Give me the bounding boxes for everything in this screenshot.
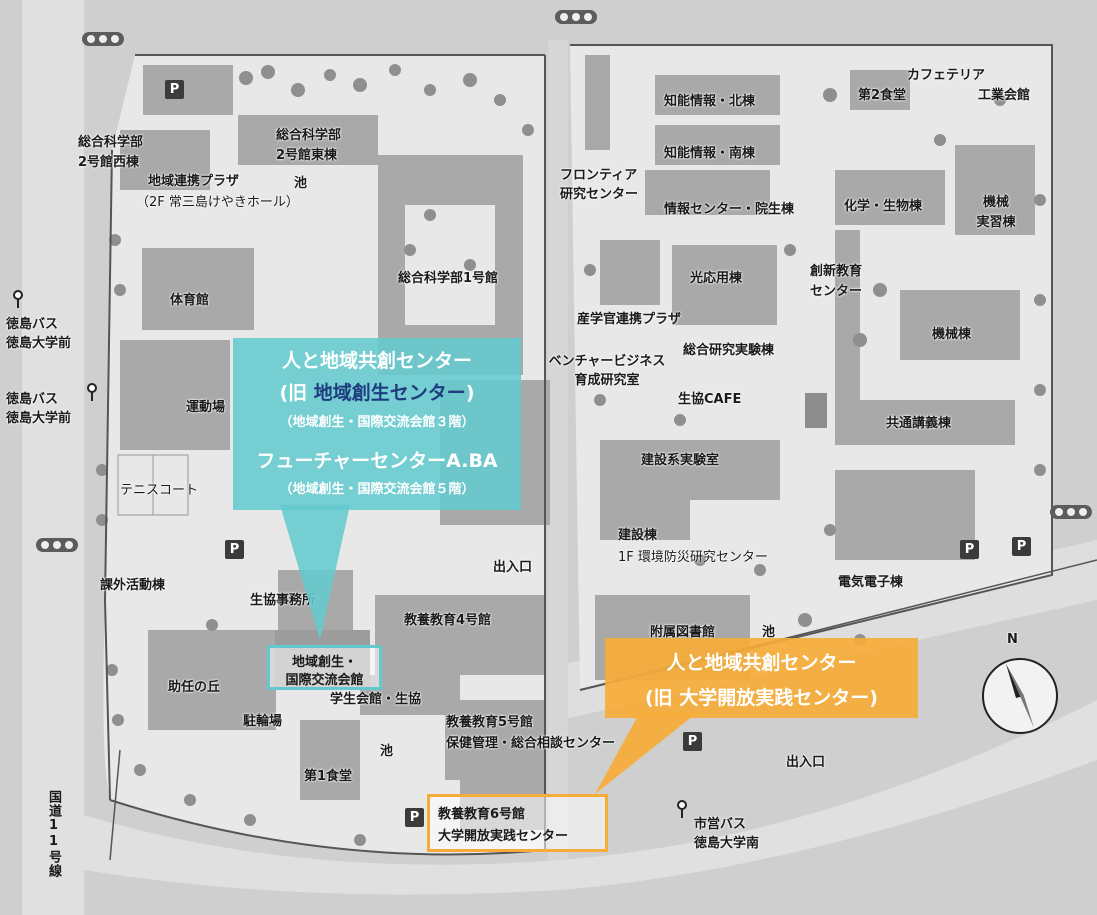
label-entrance: 出入口 xyxy=(786,755,826,770)
bus-stop-icon xyxy=(13,290,23,308)
callout-former-name: (旧 地域創生センター) xyxy=(233,378,521,405)
label-sangakukan: 産学官連携プラザ xyxy=(577,312,682,327)
label-bus-stop: 市営バス 徳島大学南 xyxy=(694,817,760,851)
bus-stop-icon xyxy=(87,383,97,401)
label-pond: 池 xyxy=(294,176,308,191)
label-gakusei: 学生会館・生協 xyxy=(330,692,422,707)
label-kyouyou4: 教養教育4号館 xyxy=(404,613,492,628)
label-sougou2-east: 総合科学部 2号館東棟 xyxy=(276,128,342,163)
highlight-label: 地域創生・ xyxy=(291,655,357,670)
label-jouhou: 情報センター・院生棟 xyxy=(664,202,795,217)
label-kensetsu-jikken: 建設系実験室 xyxy=(641,453,720,468)
label-kikai-jisshu: 機械 実習棟 xyxy=(976,195,1016,230)
label-chiiki-plaza-sub: （2F 常三島けやきホール） xyxy=(136,195,299,210)
label-taiikukan: 体育館 xyxy=(170,293,210,308)
label-bousai: 1F 環境防災研究センター xyxy=(618,550,768,565)
highlight-label: 国際交流会館 xyxy=(285,673,364,688)
label-sougou1: 総合科学部1号館 xyxy=(398,271,499,286)
callout-location: （地域創生・国際交流会館５階） xyxy=(279,482,475,497)
label-kagai: 課外活動棟 xyxy=(100,578,166,593)
label-chinou-minami: 知能情報・南棟 xyxy=(664,146,756,161)
parking-icon: P xyxy=(405,808,424,827)
label-national-road: 国道11号線 xyxy=(46,790,61,878)
highlight-kyouyou6: 教養教育6号館 大学開放実践センター xyxy=(427,794,608,852)
label-shokudou1: 第1食堂 xyxy=(304,769,353,784)
callout-former-suffix: ) xyxy=(465,382,475,404)
label-sougou2-west: 総合科学部 2号館西棟 xyxy=(78,135,144,170)
label-frontier: フロンティア 研究センター xyxy=(560,168,639,202)
bus-stop-icon xyxy=(677,800,687,818)
parking-icon: P xyxy=(165,80,184,99)
callout-former-prefix: (旧 xyxy=(279,382,314,404)
callout-pointer xyxy=(595,712,698,794)
parking-icon: P xyxy=(225,540,244,559)
compass: N xyxy=(980,632,1060,742)
compass-rose-icon xyxy=(982,658,1058,734)
label-chiiki-plaza: 地域連携プラザ xyxy=(148,174,240,189)
label-chuurin: 駐輪場 xyxy=(243,714,283,729)
label-kouou: 光応用棟 xyxy=(690,271,743,286)
callout-former-main: 地域創生センター xyxy=(313,382,466,404)
compass-north-label: N xyxy=(1007,632,1018,647)
label-kyoutsuu: 共通講義棟 xyxy=(886,416,952,431)
highlight-label: 教養教育6号館 xyxy=(438,807,526,822)
label-seikyo-jimu: 生協事務所 xyxy=(250,593,316,608)
label-entrance: 出入口 xyxy=(493,560,533,575)
road-route-marker xyxy=(82,32,124,46)
label-denki: 電気電子棟 xyxy=(838,575,904,590)
road-route-marker xyxy=(36,538,78,552)
highlight-chiiki-kaikan: 地域創生・ 国際交流会館 xyxy=(267,645,382,690)
parking-icon: P xyxy=(683,732,702,751)
callout-title: 人と地域共創センター xyxy=(281,350,472,372)
label-sousin: 創新教育 センター xyxy=(810,264,863,299)
parking-icon: P xyxy=(1012,537,1031,556)
label-sougou-kenkyuu: 総合研究実験棟 xyxy=(683,343,775,358)
callout-future-center: フューチャーセンターA.BA xyxy=(256,450,498,472)
callout-title: 人と地域共創センター xyxy=(666,652,857,674)
label-kensetsu: 建設棟 xyxy=(618,528,658,543)
label-seikyo-cafe: 生協CAFE xyxy=(678,392,742,407)
label-bus-stop: 徳島バス 徳島大学前 xyxy=(6,392,72,426)
label-bus-stop: 徳島バス 徳島大学前 xyxy=(6,317,72,351)
callout-pointer xyxy=(280,505,350,640)
label-venture: ベンチャービジネス 育成研究室 xyxy=(548,354,666,388)
label-toshokan: 附属図書館 xyxy=(650,625,716,640)
label-cafeteria: カフェテリア xyxy=(907,68,986,83)
label-pond: 池 xyxy=(380,744,394,759)
label-josei: 助任の丘 xyxy=(168,680,221,695)
callout-kyousou-center-old-kaihou: 人と地域共創センター (旧 大学開放実践センター) xyxy=(605,638,918,718)
label-pond: 池 xyxy=(762,625,776,640)
label-kyouyou5: 教養教育5号館 xyxy=(446,715,534,730)
label-kikai: 機械棟 xyxy=(932,327,972,342)
callout-kyousou-center: 人と地域共創センター (旧 地域創生センター) （地域創生・国際交流会館３階） … xyxy=(233,338,521,510)
highlight-label: 大学開放実践センター xyxy=(438,829,569,844)
label-kougyoukai: 工業会館 xyxy=(978,88,1031,103)
parking-icon: P xyxy=(960,540,979,559)
label-undoujou: 運動場 xyxy=(186,400,226,415)
label-shokudou2: 第2食堂 xyxy=(858,88,907,103)
label-hoken: 保健管理・総合相談センター xyxy=(446,736,616,751)
road-route-marker xyxy=(555,10,597,24)
callout-former-name: (旧 大学開放実践センター) xyxy=(645,687,878,709)
road-route-marker xyxy=(1050,505,1092,519)
label-kagaku: 化学・生物棟 xyxy=(844,199,923,214)
label-chinou-kita: 知能情報・北棟 xyxy=(664,94,756,109)
label-tennis: テニスコート xyxy=(120,483,199,498)
callout-location: （地域創生・国際交流会館３階） xyxy=(279,415,475,430)
